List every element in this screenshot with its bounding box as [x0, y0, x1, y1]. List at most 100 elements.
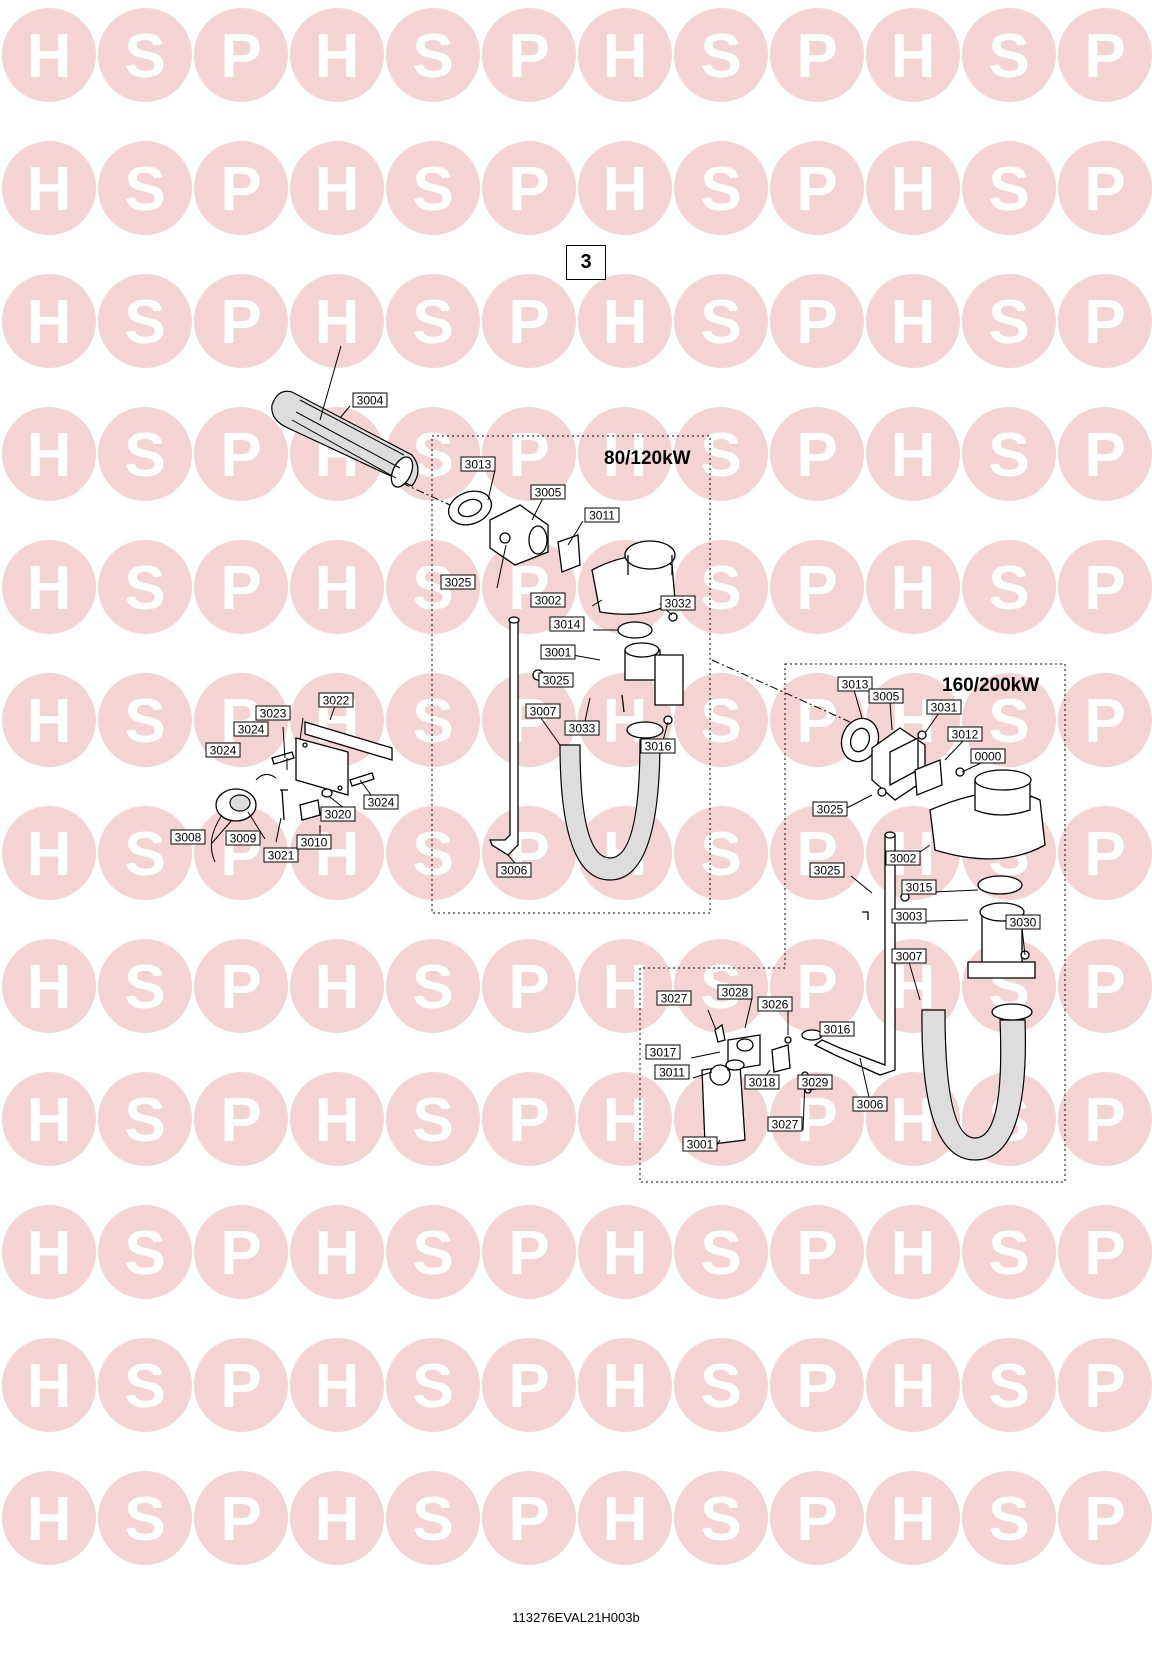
- watermark-letter: H: [891, 288, 936, 357]
- watermark-circle: [98, 673, 192, 767]
- watermark-circle: [770, 141, 864, 235]
- watermark-circle: [2, 274, 96, 368]
- small-fittings-large: [714, 730, 1030, 1094]
- watermark-circle: [482, 939, 576, 1033]
- part-label: 3020: [320, 806, 356, 822]
- adaptor-part: [489, 504, 549, 566]
- watermark-letter: H: [27, 1352, 72, 1421]
- watermark-letter: S: [412, 155, 453, 224]
- bracket-part: [295, 721, 393, 796]
- watermark-letter: P: [220, 421, 261, 490]
- watermark-letter: P: [1084, 421, 1125, 490]
- svg-text:3029: 3029: [802, 1076, 829, 1090]
- watermark-circle: [2, 806, 96, 900]
- svg-text:3027: 3027: [661, 992, 688, 1006]
- part-label: 3006: [496, 862, 532, 878]
- watermark-letter: H: [27, 687, 72, 756]
- watermark-letter: S: [124, 953, 165, 1022]
- section-boundary-large: [639, 663, 1066, 1183]
- watermark-letter: H: [27, 1219, 72, 1288]
- watermark-circle: [1058, 1338, 1152, 1432]
- svg-text:3011: 3011: [659, 1066, 685, 1080]
- part-label: 3024: [205, 742, 241, 758]
- part-label: 3003: [891, 908, 927, 924]
- watermark-circle: [1058, 540, 1152, 634]
- watermark-letter: P: [796, 288, 837, 357]
- watermark-letter: P: [220, 155, 261, 224]
- watermark-circle: [2, 1072, 96, 1166]
- svg-text:0000: 0000: [975, 750, 1002, 764]
- svg-text:3002: 3002: [535, 594, 562, 608]
- watermark-circle: [770, 673, 864, 767]
- svg-text:3013: 3013: [842, 678, 869, 692]
- watermark-letter: S: [412, 1219, 453, 1288]
- svg-text:3012: 3012: [952, 728, 979, 742]
- watermark-circle: [2, 939, 96, 1033]
- watermark-letter: H: [891, 155, 936, 224]
- watermark-letter: H: [27, 22, 72, 91]
- oring-part-large: [977, 875, 1023, 895]
- watermark-circle: [2, 407, 96, 501]
- watermark-circle: [770, 274, 864, 368]
- watermark-letter: S: [988, 554, 1029, 623]
- watermark-circle: [674, 8, 768, 102]
- section-title-160-200kw: 160/200kW: [942, 675, 1040, 696]
- part-label: 3026: [757, 996, 793, 1012]
- watermark-letter: P: [220, 288, 261, 357]
- watermark-letter: H: [315, 1086, 360, 1155]
- svg-text:3033: 3033: [569, 722, 596, 736]
- watermark-circle: [194, 8, 288, 102]
- part-label: 3013: [837, 676, 873, 692]
- watermark-letter: H: [603, 953, 648, 1022]
- watermark-circle: [770, 8, 864, 102]
- watermark-letter: P: [1084, 1352, 1125, 1421]
- watermark-letter: S: [988, 1352, 1029, 1421]
- watermark-circle: [1058, 1471, 1152, 1565]
- watermark-circle: [962, 540, 1056, 634]
- svg-text:3026: 3026: [762, 998, 789, 1012]
- page-number-box: 3: [566, 245, 606, 280]
- watermark-letter: S: [412, 687, 453, 756]
- watermark-circle: [98, 1072, 192, 1166]
- svg-text:3011: 3011: [589, 509, 615, 523]
- svg-text:3004: 3004: [357, 394, 384, 408]
- watermark-circle: [578, 274, 672, 368]
- watermark-circle: [866, 8, 960, 102]
- watermark-circle: [386, 8, 480, 102]
- plate-part-large: [914, 759, 943, 796]
- watermark-circle: [1058, 274, 1152, 368]
- watermark-circle: [194, 407, 288, 501]
- watermark-letter: H: [315, 22, 360, 91]
- svg-text:3015: 3015: [906, 881, 933, 895]
- watermark-circle: [866, 1205, 960, 1299]
- watermark-letter: S: [124, 687, 165, 756]
- watermark-circle: [962, 407, 1056, 501]
- watermark-circle: [98, 939, 192, 1033]
- part-label: 3016: [819, 1021, 855, 1037]
- watermark-circle: [2, 8, 96, 102]
- flexible-duct-large: [921, 1003, 1033, 1161]
- watermark-letter: S: [412, 953, 453, 1022]
- watermark-circle: [962, 274, 1056, 368]
- watermark-letter: H: [891, 1219, 936, 1288]
- watermark-letter: S: [700, 421, 741, 490]
- gas-valve-part: [624, 642, 684, 706]
- watermark-letter: P: [796, 1219, 837, 1288]
- watermark-letter: S: [988, 687, 1029, 756]
- section-title-80-120kw: 80/120kW: [604, 448, 691, 469]
- svg-text:3018: 3018: [749, 1076, 776, 1090]
- svg-text:3027: 3027: [772, 1118, 799, 1132]
- watermark-circle: [386, 1205, 480, 1299]
- watermark-circle: [770, 1205, 864, 1299]
- fan-part-large: [929, 769, 1046, 860]
- svg-text:3028: 3028: [722, 986, 749, 1000]
- watermark-letter: P: [1084, 554, 1125, 623]
- watermark-circle: [98, 1338, 192, 1432]
- watermark-letter: S: [700, 155, 741, 224]
- watermark-circle: [194, 1471, 288, 1565]
- watermark-letter: H: [27, 820, 72, 889]
- watermark-circle: [194, 1205, 288, 1299]
- watermark-letter: P: [508, 421, 549, 490]
- watermark-circle: [290, 1205, 384, 1299]
